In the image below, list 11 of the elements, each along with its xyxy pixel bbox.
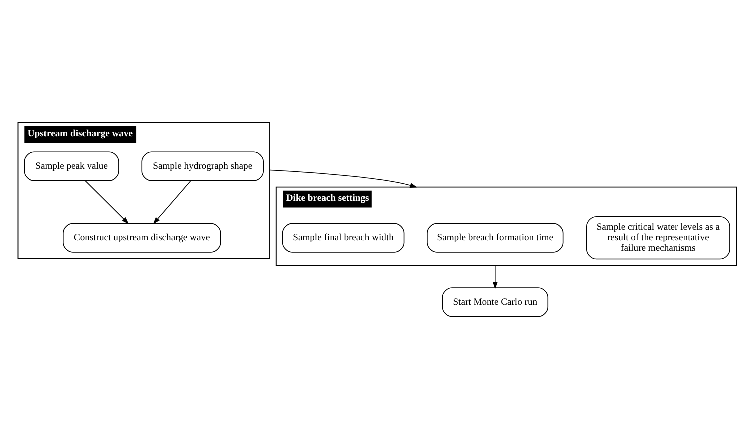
arrow: [270, 170, 418, 188]
node-box: Sample breach formation time: [427, 223, 564, 253]
node-box: Sample critical water levels as a result of the representative failure mechanisms: [586, 216, 730, 260]
node-box: Sample peak value: [24, 152, 120, 182]
node-box: Sample hydrograph shape: [142, 152, 264, 182]
node-box: Start Monte Carlo run: [442, 288, 549, 318]
node-box: Sample final breach width: [282, 223, 405, 253]
arrow: [85, 180, 130, 224]
arrow: [153, 180, 192, 224]
node-box: Construct upstream discharge wave: [63, 223, 222, 253]
arrow: [492, 265, 498, 290]
